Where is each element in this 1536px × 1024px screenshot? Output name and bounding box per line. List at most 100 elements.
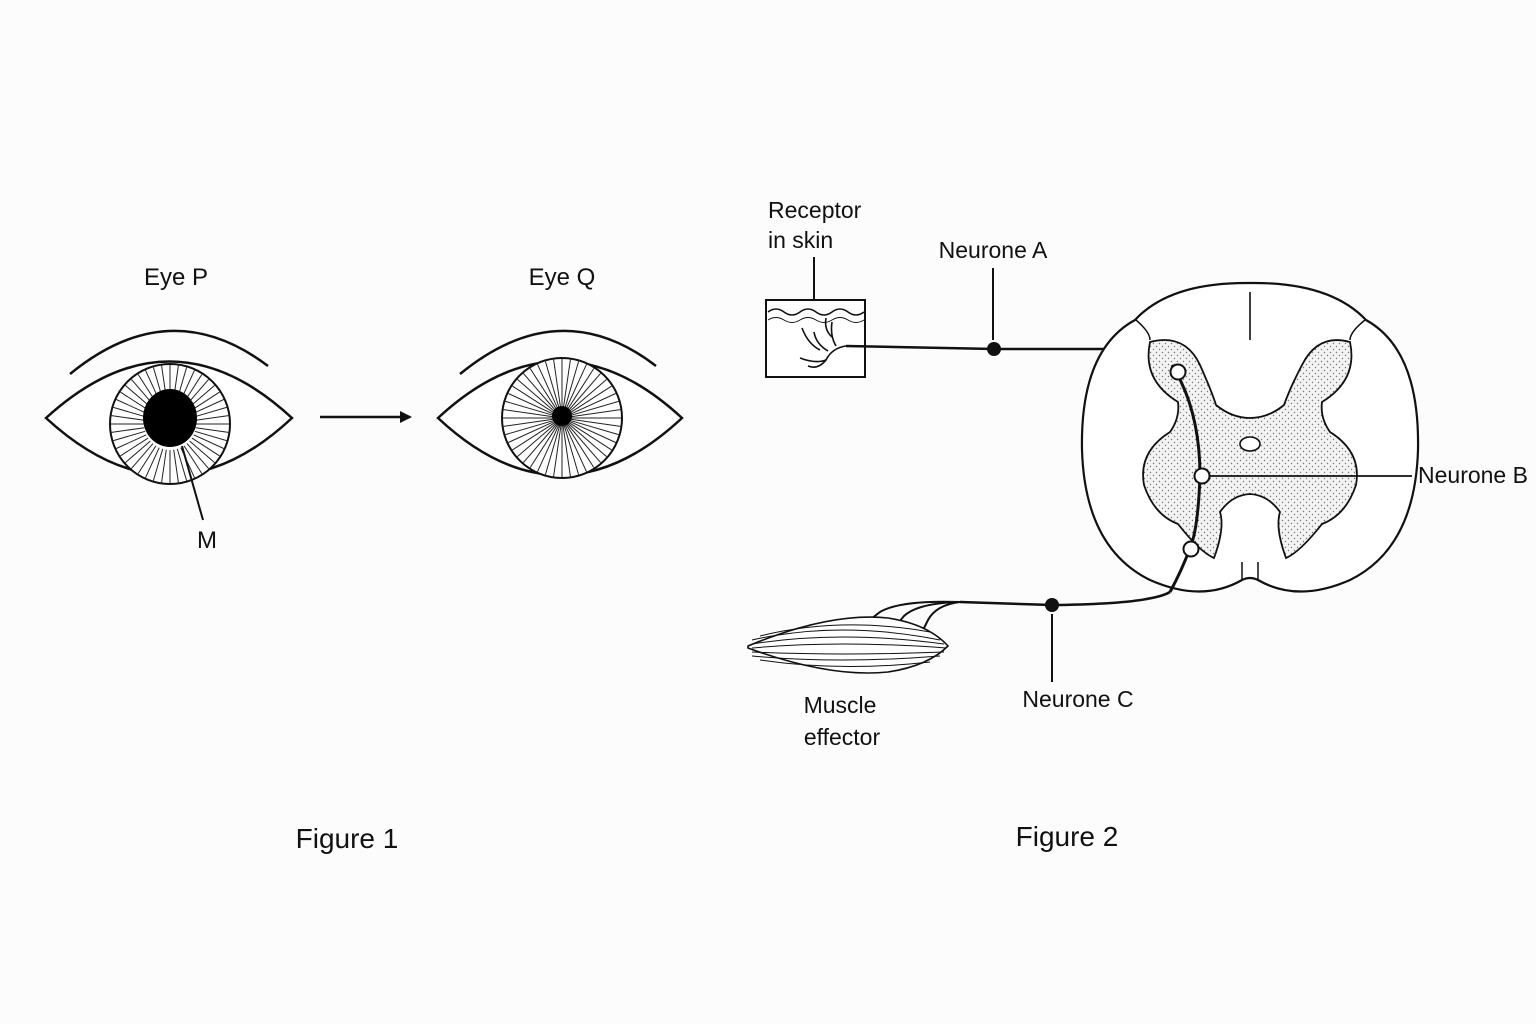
eye-q-iris-fibre: [517, 379, 557, 414]
neurone-c-cell-body: [1045, 598, 1059, 612]
muscle-fibres: [751, 624, 947, 668]
eye-q-iris-fibre: [512, 421, 556, 451]
eye-q-iris-fibre: [563, 425, 580, 475]
dorsal-fissure-notches: [1135, 319, 1366, 341]
eye-q-iris-fibre: [529, 368, 559, 412]
neurone-a-label: Neurone A: [939, 237, 1048, 263]
eye-q-iris-fibre: [537, 425, 560, 472]
figure-2-caption: Figure 2: [1016, 821, 1119, 852]
eye-q-iris-fibre: [565, 424, 595, 468]
eye-q-iris-fibre: [562, 425, 571, 477]
eye-q-iris-fibres: [503, 359, 621, 477]
eye-q-iris-fibre: [569, 393, 616, 416]
synapse-lower: [1182, 540, 1200, 558]
eye-q-iris-fibre: [569, 418, 621, 427]
eye-p-iris-fibre: [189, 385, 215, 408]
eye-q-iris-fibre: [567, 422, 607, 457]
eye-q-iris-fibre: [569, 419, 619, 436]
central-canal: [1239, 436, 1261, 452]
receptor-label-line1: Receptor: [768, 197, 862, 223]
eye-p-pupil: [143, 389, 197, 447]
eye-p-brow: [69, 329, 269, 375]
eye-p-iris-fibre: [131, 443, 154, 469]
skin-surface-line-2: [767, 317, 865, 323]
eye-q-iris-fibre: [553, 425, 562, 477]
ventral-fissure: [1241, 562, 1259, 580]
eye-p-iris-fibre: [161, 449, 167, 483]
figure-2: Receptor in skin Neurone A: [747, 197, 1528, 852]
eye-p-iris-fibre: [113, 406, 146, 418]
eye-q-iris-fibre: [569, 409, 621, 418]
neurone-a-cell-body: [987, 342, 1001, 356]
neurone-b-cell-body: [1193, 467, 1211, 485]
eye-q-iris-fibre: [566, 423, 601, 463]
eye-p-label: Eye P: [144, 264, 208, 291]
eye-q-iris-fibre: [529, 424, 559, 468]
eye-p-iris-fibre: [194, 430, 227, 442]
eye-q-iris-fibre: [508, 420, 555, 443]
eye-q-iris-fibre: [568, 385, 612, 415]
eye-q-iris-fibre: [569, 420, 616, 443]
eye-q-iris-fibre: [537, 364, 560, 411]
eye-q-iris-fibre: [523, 373, 558, 413]
eye-q-iris-fibre: [566, 373, 601, 413]
eye-p: Eye P M: [44, 264, 294, 554]
eye-p-iris-fibre: [125, 440, 151, 463]
relay-pathway: [1168, 364, 1202, 593]
receptor-nerve-endings: [799, 317, 847, 368]
eye-q-label: Eye Q: [529, 264, 596, 291]
eye-q-brow: [459, 329, 657, 375]
eye-p-iris-fibre: [186, 443, 209, 469]
eye-q-iris-fibre: [512, 385, 556, 415]
label-m-pointer: [181, 445, 204, 521]
eye-p-iris-fibre: [183, 445, 203, 474]
muscle-label-line1: Muscle: [804, 692, 877, 718]
label-m: M: [197, 527, 217, 554]
eye-q-iris-fibre: [505, 400, 555, 417]
neurone-c-label: Neurone C: [1022, 686, 1133, 712]
eye-p-iris-fibre: [194, 406, 227, 418]
eye-q-iris-fibre: [565, 368, 595, 412]
eye-q-iris-fibre: [544, 361, 561, 411]
receptor-label-line2: in skin: [768, 227, 833, 253]
spinal-cord: [1080, 281, 1420, 593]
eye-q-iris-fibre: [503, 418, 555, 427]
eye-p-iris-fibre: [120, 391, 149, 411]
eye-p-iris-fibre: [111, 415, 145, 421]
eye-p-iris-fibre: [137, 445, 157, 474]
muscle-effector: Muscle effector: [747, 616, 950, 750]
eye-q-iris-fibre: [563, 361, 580, 411]
eye-p-iris-fibre: [120, 437, 149, 457]
muscle-label-line2: effector: [804, 724, 881, 750]
eye-p-iris-fibre: [125, 385, 151, 408]
eye-q-iris-fibre: [523, 423, 558, 463]
eye-q-iris-fibre: [553, 359, 562, 411]
neurone-c: Neurone C: [853, 590, 1171, 712]
eye-p-iris-fibre: [111, 427, 145, 433]
muscle-outline: [747, 616, 950, 674]
figure-1-caption: Figure 1: [296, 823, 399, 854]
eye-q-iris-fibre: [568, 421, 612, 451]
synapse-upper: [1169, 363, 1187, 381]
eye-q-iris-fibre: [508, 393, 555, 416]
eye-p-iris-fibre: [193, 434, 224, 449]
eye-q-iris-fibre: [544, 425, 561, 475]
eye-p-iris-fibre: [145, 447, 160, 478]
eye-p-iris-fibre: [152, 448, 164, 481]
eye-p-iris-fibre: [173, 449, 179, 483]
eye-q-iris-fibre: [564, 364, 587, 411]
eye-q-pupil: [552, 406, 572, 426]
eye-q-iris-fibre: [569, 400, 619, 417]
eye-p-iris-fibre: [195, 415, 229, 421]
eye-p-iris-fibre: [176, 448, 188, 481]
skin-surface-line: [767, 308, 865, 316]
figure-1: Eye P M Eye Q Figure 1: [44, 264, 684, 854]
eye-p-iris-fibre: [116, 434, 147, 449]
eye-p-iris-fibre: [191, 391, 220, 411]
eye-p-iris-fibre: [116, 399, 147, 414]
eye-q-iris-fibre: [517, 422, 557, 457]
eye-q-iris-fibre: [505, 419, 555, 436]
eye-q-iris-fibre: [503, 409, 555, 418]
eye-q-iris-fibre: [567, 379, 607, 414]
